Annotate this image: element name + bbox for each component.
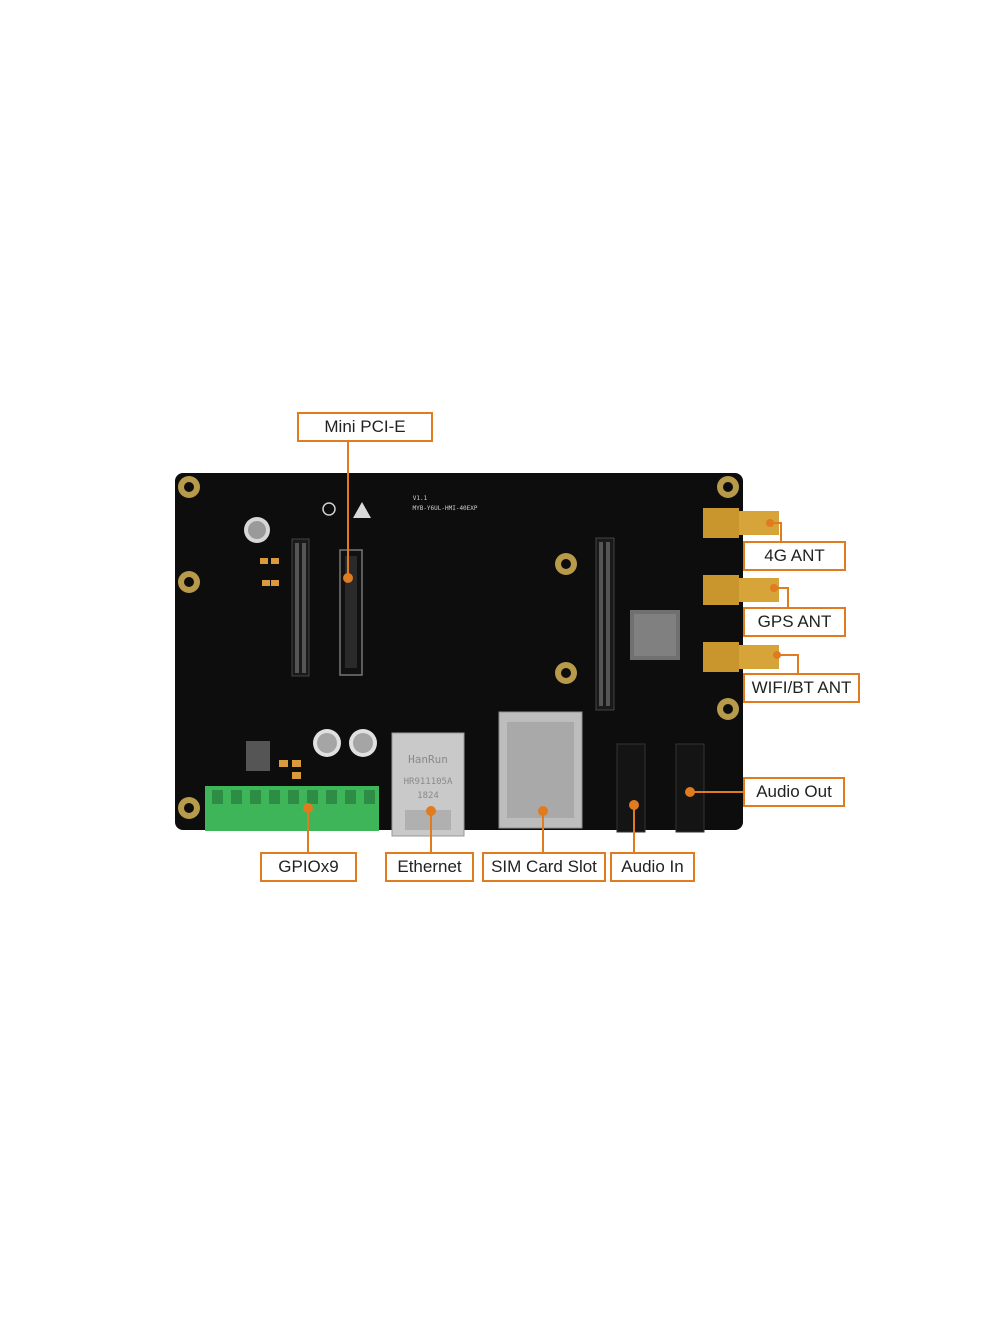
- capacitor: [349, 729, 377, 757]
- callout-ethernet: Ethernet: [385, 852, 474, 882]
- pin-header-right-pins: [599, 542, 610, 706]
- board-model-text: MYB-Y6UL-HMI-40EXP: [412, 505, 477, 512]
- leader-dot: [766, 519, 774, 527]
- terminal-screws: [212, 790, 375, 804]
- callout-wifi-bt-ant: WIFI/BT ANT: [743, 673, 860, 703]
- leader-endpoints: [303, 519, 781, 816]
- esd-warning-icon: [322, 502, 336, 516]
- callout-audio-out: Audio Out: [743, 777, 845, 807]
- rj45-part-text: HR911105A: [404, 777, 453, 787]
- callout-mini-pcie: Mini PCI-E: [297, 412, 433, 442]
- capacitor: [244, 517, 270, 543]
- esd-triangle-icon: [353, 502, 371, 518]
- sma-connector-wifi: [703, 642, 779, 672]
- rj45-brand-text: HanRun: [408, 753, 448, 766]
- callout-audio-in: Audio In: [610, 852, 695, 882]
- board-version-text: V1.1: [413, 495, 428, 502]
- audio-in-jack: [616, 743, 646, 833]
- callout-sim-card-slot: SIM Card Slot: [482, 852, 606, 882]
- inductor: [246, 741, 270, 771]
- leader-dot: [629, 800, 639, 810]
- leader-dot: [773, 651, 781, 659]
- leader-dot: [426, 806, 436, 816]
- callout-gpio: GPIOx9: [260, 852, 357, 882]
- leader-dot: [303, 803, 313, 813]
- leader-gps-ant: [774, 587, 789, 610]
- leader-dot: [538, 806, 548, 816]
- smd-components: [260, 558, 301, 779]
- callout-leaders: [307, 441, 799, 852]
- rj45-code-text: 1824: [417, 791, 439, 801]
- callout-gps-ant: GPS ANT: [743, 607, 846, 637]
- callout-4g-ant: 4G ANT: [743, 541, 846, 571]
- pin-header-left: [291, 538, 310, 677]
- leader-dot: [343, 573, 353, 583]
- pin-header-left-pins: [295, 543, 306, 673]
- leader-wifi-ant: [777, 654, 799, 676]
- leader-dot: [685, 787, 695, 797]
- leader-dot: [770, 584, 778, 592]
- sma-connector-gps: [703, 575, 779, 605]
- pin-header-right: [595, 537, 615, 711]
- capacitor: [313, 729, 341, 757]
